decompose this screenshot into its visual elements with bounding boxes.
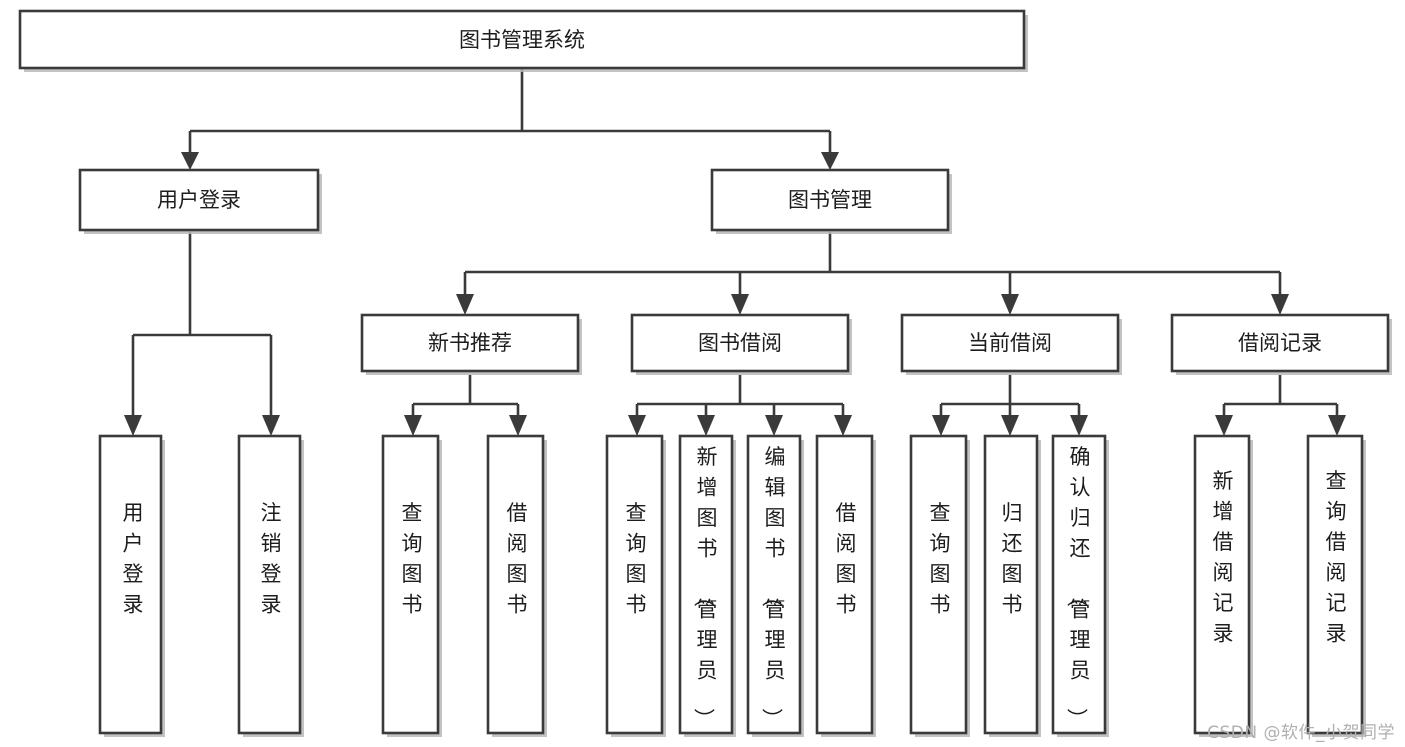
node-leaf-logout[interactable]: 注销登录 — [237, 434, 304, 737]
arrow-into-leaf-confirm-return — [1070, 415, 1088, 436]
node-leaf-confirm-return[interactable]: 确认归还（管理员） — [1051, 434, 1109, 737]
leaf-query-book-2-label: 查询图书 — [626, 501, 647, 617]
node-leaf-add-record[interactable]: 新增借阅记录 — [1193, 434, 1253, 737]
user-login-label: 用户登录 — [157, 188, 241, 212]
arrow-into-leaf-borrow-book-1 — [509, 415, 527, 436]
leaf-borrow-book-1-label: 借阅图书 — [507, 501, 528, 617]
node-leaf-add-book[interactable]: 新增图书（管理员） — [678, 434, 736, 737]
arrow-into-leaf-query-book-3 — [932, 415, 950, 436]
current-borrow-label: 当前借阅 — [968, 331, 1052, 355]
arrow-into-borrow-record — [1271, 294, 1289, 315]
arrow-into-leaf-query-book-1 — [404, 415, 422, 436]
arrow-into-user-login — [181, 152, 199, 170]
arrow-into-leaf-edit-book — [765, 415, 783, 436]
node-leaf-query-book-2[interactable]: 查询图书 — [605, 434, 666, 737]
leaf-edit-book-box — [746, 434, 802, 735]
leaf-query-book-3-label: 查询图书 — [930, 501, 951, 617]
leaf-query-book-1-box — [381, 434, 440, 735]
arrow-into-leaf-logout — [262, 415, 280, 436]
arrow-into-leaf-borrow-book-2 — [834, 415, 852, 436]
leaf-edit-book-label: 编辑图书（管理员） — [760, 445, 786, 729]
arrow-into-book-manage — [821, 152, 839, 170]
leaf-return-book-box — [983, 434, 1039, 735]
node-leaf-query-book-1[interactable]: 查询图书 — [381, 434, 442, 737]
node-leaf-user-login[interactable]: 用户登录 — [98, 434, 165, 737]
borrow-record-label: 借阅记录 — [1238, 331, 1322, 355]
root-box — [18, 9, 1026, 70]
node-current-borrow[interactable]: 当前借阅 — [900, 313, 1122, 375]
leaf-query-book-1-label: 查询图书 — [402, 501, 423, 617]
leaf-add-record-label: 新增借阅记录 — [1213, 469, 1234, 646]
borrow-record-box — [1170, 313, 1390, 373]
arrow-into-leaf-return-book — [1001, 415, 1019, 436]
book-manage-label: 图书管理 — [788, 188, 872, 212]
leaf-logout-label: 注销登录 — [261, 501, 282, 617]
new-book-recommend-box — [360, 313, 580, 373]
node-leaf-borrow-book-2[interactable]: 借阅图书 — [815, 434, 876, 737]
leaf-user-login-label: 用户登录 — [123, 501, 144, 617]
arrow-into-leaf-query-record — [1328, 415, 1346, 436]
node-leaf-query-record[interactable]: 查询借阅记录 — [1306, 434, 1366, 737]
node-leaf-borrow-book-1[interactable]: 借阅图书 — [486, 434, 547, 737]
node-leaf-return-book[interactable]: 归还图书 — [983, 434, 1041, 737]
arrow-into-new-book-recommend — [456, 294, 474, 315]
arrow-into-leaf-add-record — [1215, 415, 1233, 436]
leaf-add-record-box — [1193, 434, 1251, 735]
leaf-confirm-return-box — [1051, 434, 1107, 735]
book-manage-box — [710, 168, 950, 232]
node-book-manage[interactable]: 图书管理 — [710, 168, 952, 234]
book-borrow-label: 图书借阅 — [698, 331, 782, 355]
leaf-query-book-3-box — [909, 434, 968, 735]
new-book-recommend-label: 新书推荐 — [428, 331, 512, 355]
leaf-query-record-box — [1306, 434, 1364, 735]
node-book-borrow[interactable]: 图书借阅 — [630, 313, 852, 375]
user-login-box — [78, 168, 320, 232]
leaf-logout-box — [237, 434, 302, 735]
leaf-add-book-label: 新增图书（管理员） — [692, 445, 718, 729]
node-user-login[interactable]: 用户登录 — [78, 168, 322, 234]
book-borrow-box — [630, 313, 850, 373]
node-borrow-record[interactable]: 借阅记录 — [1170, 313, 1392, 375]
arrow-into-current-borrow — [1001, 294, 1019, 315]
leaf-query-record-label: 查询借阅记录 — [1326, 469, 1347, 646]
connectors — [124, 68, 1346, 436]
leaf-return-book-label: 归还图书 — [1002, 501, 1023, 617]
leaf-confirm-return-label: 确认归还（管理员） — [1065, 445, 1091, 729]
leaf-add-book-box — [678, 434, 734, 735]
arrow-into-leaf-add-book — [697, 415, 715, 436]
arrow-into-leaf-user-login — [124, 415, 142, 436]
leaf-borrow-book-2-label: 借阅图书 — [836, 501, 857, 617]
leaf-query-book-2-box — [605, 434, 664, 735]
node-root[interactable]: 图书管理系统 — [18, 9, 1028, 72]
current-borrow-box — [900, 313, 1120, 373]
arrow-into-leaf-query-book-2 — [628, 415, 646, 436]
node-leaf-edit-book[interactable]: 编辑图书（管理员） — [746, 434, 804, 737]
root-label: 图书管理系统 — [459, 28, 585, 52]
leaf-borrow-book-2-box — [815, 434, 874, 735]
leaf-borrow-book-1-box — [486, 434, 545, 735]
node-new-book-recommend[interactable]: 新书推荐 — [360, 313, 582, 375]
arrow-into-book-borrow — [731, 294, 749, 315]
node-leaf-query-book-3[interactable]: 查询图书 — [909, 434, 970, 737]
leaf-user-login-box — [98, 434, 163, 735]
